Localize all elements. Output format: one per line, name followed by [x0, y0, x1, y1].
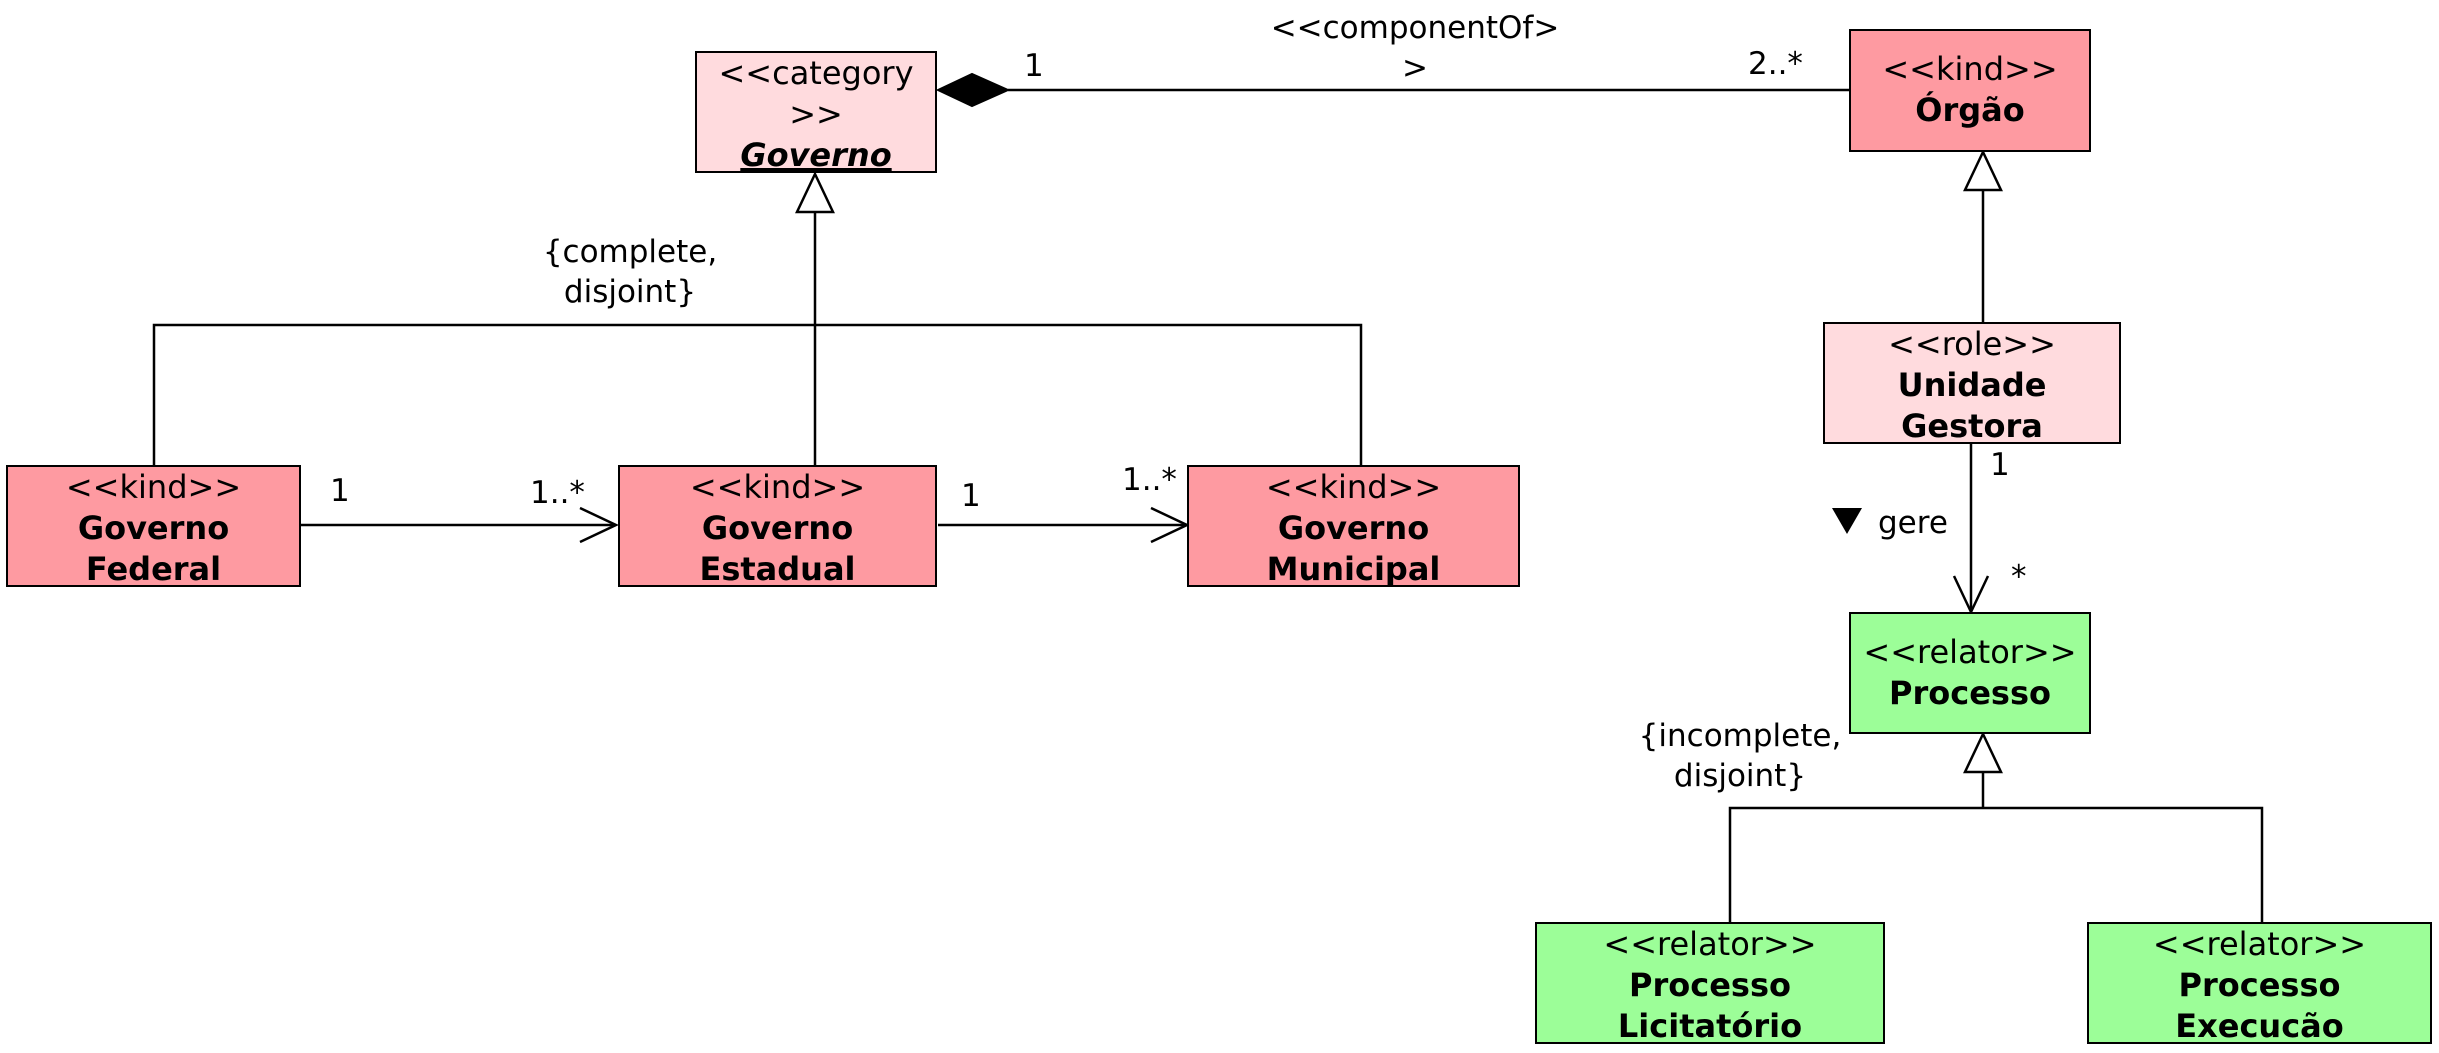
- class-governo-municipal[interactable]: <<kind>> Governo Municipal: [1187, 465, 1520, 587]
- class-name: Órgão: [1915, 91, 2025, 129]
- class-governo[interactable]: <<category >> Governo: [695, 51, 937, 173]
- estadual-municipal-source-multiplicity: 1: [961, 478, 981, 514]
- component-of-source-multiplicity: 1: [1024, 48, 1044, 84]
- gere-source-multiplicity: 1: [1990, 447, 2010, 483]
- class-name: Governo: [740, 136, 892, 173]
- class-name: Processo: [1889, 674, 2051, 712]
- orgao-generalization-triangle: [1963, 149, 2003, 192]
- processo-generalization-triangle: [1963, 731, 2003, 774]
- class-orgao[interactable]: <<kind>> Órgão: [1849, 29, 2091, 152]
- processo-generalization-set-line[interactable]: [1728, 806, 2264, 922]
- class-name: Unidade Gestora: [1897, 366, 2047, 444]
- federal-estadual-source-multiplicity: 1: [330, 473, 350, 509]
- class-governo-federal[interactable]: <<kind>> Governo Federal: [6, 465, 301, 587]
- governo-generalization-constraint: {complete, disjoint}: [542, 234, 718, 310]
- class-stereotype: <<relator>>: [2152, 925, 2367, 963]
- processo-generalization-constraint: {incomplete, disjoint}: [1638, 718, 1842, 794]
- federal-estadual-target-multiplicity: 1..*: [530, 475, 585, 511]
- gere-direction-icon: [1832, 508, 1862, 534]
- class-stereotype: <<category >>: [718, 54, 914, 133]
- class-name: Processo Execucão: [2175, 966, 2344, 1044]
- class-stereotype: <<kind>>: [65, 468, 242, 506]
- class-governo-estadual[interactable]: <<kind>> Governo Estadual: [618, 465, 937, 587]
- component-of-target-multiplicity: 2..*: [1748, 46, 1803, 82]
- composition-diamond: [935, 72, 1011, 108]
- class-processo-licitatorio[interactable]: <<relator>> Processo Licitatório: [1535, 922, 1885, 1044]
- estadual-municipal-target-multiplicity: 1..*: [1122, 462, 1177, 498]
- class-stereotype: <<role>>: [1888, 325, 2056, 363]
- class-name: Governo Municipal: [1266, 509, 1441, 587]
- class-stereotype: <<kind>>: [1265, 468, 1442, 506]
- class-stereotype: <<kind>>: [1882, 50, 2058, 88]
- governo-generalization-triangle: [795, 171, 835, 214]
- governo-generalization-set-line[interactable]: [152, 323, 1363, 465]
- class-stereotype: <<kind>>: [689, 468, 866, 506]
- class-stereotype: <<relator>>: [1863, 633, 2077, 671]
- gere-target-multiplicity: *: [2011, 559, 2027, 595]
- class-name: Governo Estadual: [699, 509, 856, 587]
- class-processo-execucao[interactable]: <<relator>> Processo Execucão: [2087, 922, 2432, 1044]
- gere-label: gere: [1878, 505, 1948, 541]
- class-unidade-gestora[interactable]: <<role>> Unidade Gestora: [1823, 322, 2121, 444]
- component-of-label: <<componentOf> >: [1270, 10, 1560, 86]
- class-name: Governo Federal: [77, 509, 230, 587]
- federal-estadual-arrowhead: [579, 506, 619, 544]
- class-processo[interactable]: <<relator>> Processo: [1849, 612, 2091, 734]
- class-name: Processo Licitatório: [1617, 966, 1803, 1044]
- class-stereotype: <<relator>>: [1603, 925, 1817, 963]
